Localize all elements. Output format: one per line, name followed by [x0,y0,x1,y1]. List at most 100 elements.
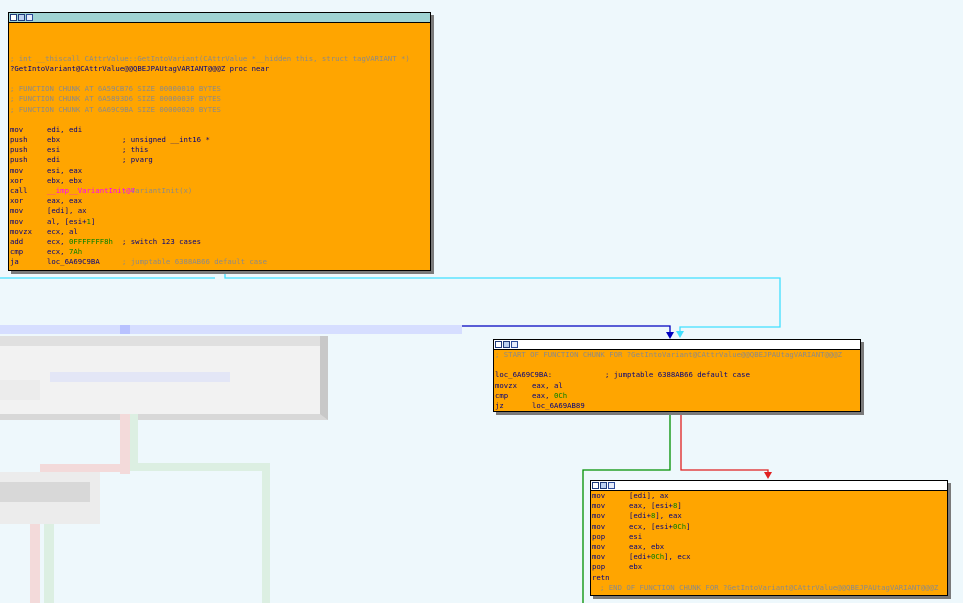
flowchart-icon[interactable] [511,341,518,348]
mnemonic: movzx [495,380,517,390]
instruction-comment: ; VariantInit(x) [122,186,193,195]
mnemonic: mov [592,491,606,500]
operands: ebx, ebx [47,175,83,185]
mnemonic: xor [10,196,24,206]
instruction-line[interactable]: cmp eax, 0Ch [495,391,860,401]
blurred-edge-red-v2 [30,524,40,603]
instruction-line[interactable]: mov edi, edi [10,125,430,135]
edge-red-arrow [764,472,772,479]
mnemonic: mov [10,206,24,216]
graph-icon[interactable] [592,482,599,489]
blurred-node-a-text [50,372,230,382]
edge-cyan [224,271,781,333]
instruction-line[interactable]: xor ebx, ebx [10,176,430,186]
flowchart-icon[interactable] [26,14,33,21]
chunk-note: ; FUNCTION CHUNK AT 6A5893D6 SIZE 000000… [10,94,221,104]
instruction-line[interactable]: ja loc_6A69C9BA ; jumptable 6388AB66 defau… [10,257,430,267]
instruction-line[interactable]: mov esi, eax [10,166,430,176]
code-block-main[interactable]: ; int __thiscall CAttrValue::GetIntoVari… [8,12,431,271]
blurred-edge-green-r [262,463,270,603]
mnemonic: cmp [495,390,509,400]
operands: edi [47,155,61,165]
mnemonic: ja [10,257,19,267]
instruction-line[interactable]: call__imp__VariantInit@4; VariantInit(x) [10,186,430,196]
operands: [edi+8], eax [629,511,682,521]
instruction-line[interactable]: mov [edi+0Ch], ecx [592,552,947,562]
mnemonic: push [10,135,28,145]
disassembly: ; START OF FUNCTION CHUNK FOR ?GetIntoVa… [494,350,860,411]
instruction-comment: ; jumptable 6388AB66 default case [122,257,267,267]
blurred-node-a-band [0,336,320,346]
operands: loc_6A69AB89 [532,400,585,410]
operands: [edi+0Ch], ecx [629,552,691,562]
disassembly: ; int __thiscall CAttrValue::GetIntoVari… [9,23,430,268]
blurred-node-a-text2 [0,380,40,400]
mnemonic: push [10,155,28,165]
edge-cyan-arrow [676,331,684,338]
operands: [edi], ax [629,491,669,500]
code-block-default-case[interactable]: ; START OF FUNCTION CHUNK FOR ?GetIntoVa… [493,339,861,412]
mnemonic: mov [10,124,24,134]
mnemonic: mov [592,552,606,562]
graph-icon[interactable] [495,341,502,348]
chunk-end-note: ; END OF FUNCTION CHUNK FOR ?GetIntoVari… [600,582,939,592]
operands: esi, eax [47,165,83,175]
edit-icon[interactable] [600,482,607,489]
instruction-line[interactable]: mov eax, [esi+8] [592,501,947,511]
mnemonic: mov [592,501,606,511]
edit-icon[interactable] [18,14,25,21]
proc-header[interactable]: ?GetIntoVariant@CAttrValue@@QBEJPAUtagVA… [10,63,270,73]
edge-blue [460,325,671,334]
blurred-edge-green-v2 [44,524,54,603]
instruction-line[interactable]: retn [592,573,947,583]
operands: ecx, al [47,226,78,236]
location-label[interactable]: loc_6A69C9BA: [495,370,553,380]
operands: ebx [629,562,643,572]
edge-green [582,413,671,603]
operands: edi, edi [47,124,83,134]
operands: al, [esi+1] [47,216,96,226]
mnemonic: mov [10,165,24,175]
edit-icon[interactable] [503,341,510,348]
mnemonic: retn [592,572,610,582]
instruction-line[interactable]: mov[edi+8], eax [592,511,947,521]
operands: ecx, 0FFFFFFF8h [47,236,113,246]
operands: loc_6A69C9BA [47,257,100,267]
operands: ecx, [esi+0Ch] [629,521,691,531]
operands: ebx [47,135,61,145]
instruction-comment: ; this [122,145,149,155]
flowchart-icon[interactable] [608,482,615,489]
blurred-node-b-band [0,482,90,502]
instruction-comment: ; pvarg [122,155,153,165]
mnemonic: cmp [10,247,24,257]
graph-icon[interactable] [10,14,17,21]
instruction-line[interactable]: movzx eax, al [495,381,860,391]
instruction-comment: ; switch 123 cases [122,236,202,246]
operands: eax, al [532,380,563,390]
mnemonic: call [10,186,28,195]
instruction-line[interactable]: mov [edi], ax [10,206,430,216]
instruction-line[interactable]: push edi ; pvarg [10,155,430,165]
mnemonic: xor [10,175,24,185]
operands: [edi], ax [47,206,87,216]
blurred-edge-band [0,325,462,334]
operands: eax, [esi+8] [629,501,682,511]
instruction-line[interactable]: mov [edi], ax [592,491,947,501]
blurred-edge-red-h [40,464,130,472]
operands: eax, 0Ch [532,390,568,400]
block-titlebar [591,481,947,491]
